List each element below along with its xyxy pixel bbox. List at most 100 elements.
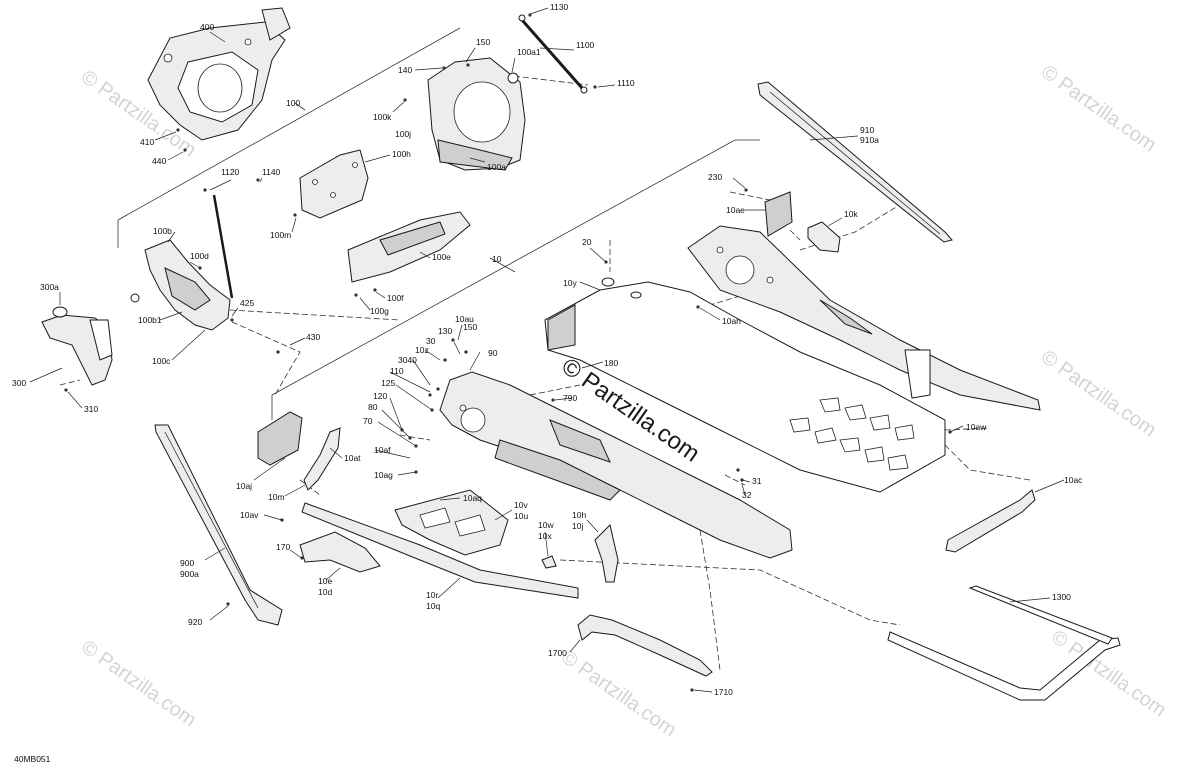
label-10x: 10x xyxy=(538,531,552,541)
part-400-bulkhead xyxy=(147,7,291,141)
label-310: 310 xyxy=(84,404,98,414)
label-10m: 10m xyxy=(268,492,285,502)
part-100h-cover xyxy=(299,149,369,219)
label-10v: 10v xyxy=(514,500,528,510)
label-100: 100 xyxy=(286,98,300,108)
watermark-bottom-left: © Partzilla.com xyxy=(77,636,200,731)
label-100a1: 100a1 xyxy=(517,47,541,57)
part-100b-bracket xyxy=(130,194,234,331)
label-10d: 10d xyxy=(318,587,332,597)
label-10w: 10w xyxy=(538,520,554,530)
label-10aq: 10aq xyxy=(463,493,482,503)
label-100f: 100f xyxy=(387,293,404,303)
part-10-chassis xyxy=(439,371,793,559)
part-300-handle xyxy=(41,306,113,386)
label-1700: 1700 xyxy=(548,648,567,658)
label-110: 110 xyxy=(390,366,404,376)
group-100-bracket xyxy=(117,27,461,248)
label-10r: 10r xyxy=(426,590,438,600)
part-100e-panel xyxy=(347,211,471,283)
label-10at: 10at xyxy=(344,453,361,463)
label-100g: 100g xyxy=(370,306,389,316)
part-labels: 400 410 440 100 1130 1100 1110 150 140 1… xyxy=(12,2,1083,697)
label-440: 440 xyxy=(152,156,166,166)
label-10au: 10au xyxy=(455,314,474,324)
label-130: 130 xyxy=(438,326,452,336)
label-100b: 100b xyxy=(153,226,172,236)
label-920: 920 xyxy=(188,617,202,627)
part-1300-bumper xyxy=(887,585,1121,701)
label-10k: 10k xyxy=(844,209,858,219)
label-10u: 10u xyxy=(514,511,528,521)
label-140: 140 xyxy=(398,65,412,75)
part-10h-bracket xyxy=(594,524,619,583)
label-100k: 100k xyxy=(373,112,392,122)
label-910a: 910a xyxy=(860,135,879,145)
label-31: 31 xyxy=(752,476,762,486)
label-430: 430 xyxy=(306,332,320,342)
label-100j: 100j xyxy=(395,129,411,139)
label-10ac: 10ac xyxy=(1064,475,1083,485)
label-10e: 10e xyxy=(318,576,332,586)
label-100h: 100h xyxy=(392,149,411,159)
label-100d: 100d xyxy=(190,251,209,261)
label-10h: 10h xyxy=(572,510,586,520)
part-10w-plate xyxy=(541,555,557,569)
label-100m: 100m xyxy=(270,230,291,240)
label-10ag: 10ag xyxy=(374,470,393,480)
part-10aj-grill xyxy=(257,411,303,466)
part-10e-bracket xyxy=(299,531,381,573)
label-10: 10 xyxy=(492,254,502,264)
label-1710: 1710 xyxy=(714,687,733,697)
label-32: 32 xyxy=(742,490,752,500)
label-100b1: 100b1 xyxy=(138,315,162,325)
label-150-b: 150 xyxy=(463,322,477,332)
part-1700-rail xyxy=(577,614,713,677)
part-910-rail xyxy=(757,81,953,243)
label-10af: 10af xyxy=(374,445,391,455)
label-150: 150 xyxy=(476,37,490,47)
label-10ah: 10ah xyxy=(722,316,741,326)
label-80: 80 xyxy=(368,402,378,412)
label-90: 90 xyxy=(488,348,498,358)
part-900-rail xyxy=(154,424,283,626)
label-10y: 10y xyxy=(563,278,577,288)
group-10-bracket xyxy=(271,139,760,420)
label-10z: 10z xyxy=(415,345,429,355)
label-900a: 900a xyxy=(180,569,199,579)
part-1100-rod xyxy=(518,14,588,94)
label-10j: 10j xyxy=(572,521,583,531)
group-10-lead xyxy=(489,257,516,273)
leader-lines xyxy=(29,7,1065,693)
label-180: 180 xyxy=(604,358,618,368)
label-1100: 1100 xyxy=(576,40,595,50)
diagram-code: 40MB051 xyxy=(14,754,51,764)
label-100c: 100c xyxy=(152,356,171,366)
part-10y-tunnel xyxy=(544,277,946,493)
label-910: 910 xyxy=(860,125,874,135)
label-170: 170 xyxy=(276,542,290,552)
label-30: 30 xyxy=(426,336,436,346)
label-100e: 100e xyxy=(432,252,451,262)
part-10at-bracket xyxy=(303,427,341,491)
part-10ac-bracket xyxy=(945,489,1036,553)
label-10aj: 10aj xyxy=(236,481,252,491)
label-120: 120 xyxy=(373,391,387,401)
group-100-lead xyxy=(294,102,306,111)
label-1110: 1110 xyxy=(617,78,635,88)
label-1120: 1120 xyxy=(221,167,240,177)
label-300a: 300a xyxy=(40,282,59,292)
label-1130: 1130 xyxy=(550,2,569,12)
label-300: 300 xyxy=(12,378,26,388)
label-10ae: 10ae xyxy=(726,205,745,215)
part-10r-rail xyxy=(301,502,579,599)
label-400: 400 xyxy=(200,22,214,32)
label-3040: 3040 xyxy=(398,355,417,365)
label-230: 230 xyxy=(708,172,722,182)
part-100a-bulkhead xyxy=(427,57,526,171)
label-10av: 10av xyxy=(240,510,259,520)
group-brackets xyxy=(117,27,760,420)
assembly-lines xyxy=(59,74,1031,671)
label-125: 125 xyxy=(381,378,395,388)
